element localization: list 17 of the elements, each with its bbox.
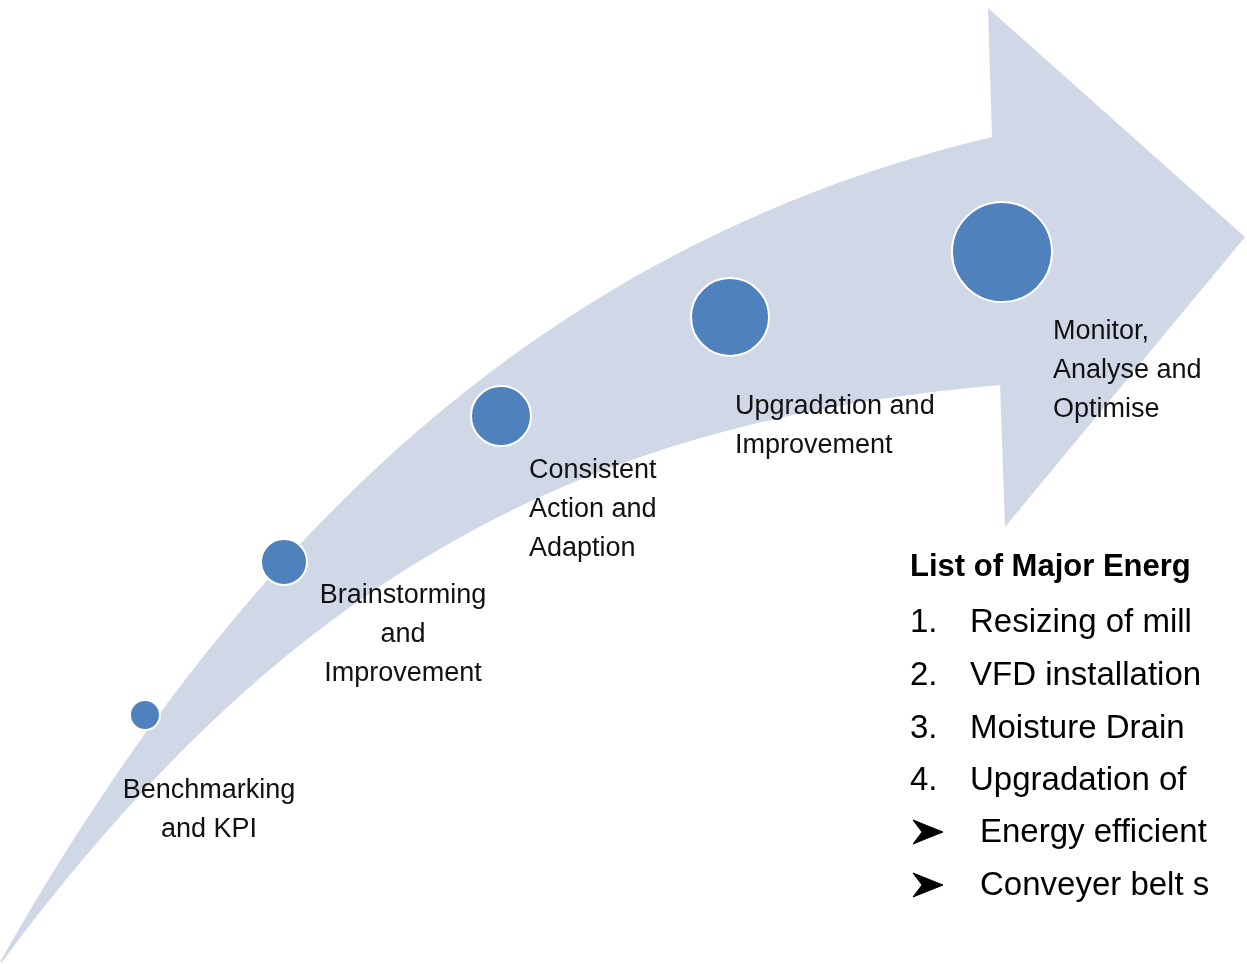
milestone-label: Monitor, Analyse and Optimise (1053, 314, 1203, 425)
list-item: VFD installation (970, 655, 1202, 693)
milestone-label: Brainstorming and Improvement (318, 578, 488, 689)
list-item: Moisture Drain (970, 708, 1185, 746)
list-item: Upgradation of (970, 760, 1187, 798)
milestone-label: Upgradation and Improvement (735, 389, 936, 461)
list-item: Energy efficient (980, 812, 1207, 850)
list-item: Conveyer belt s (980, 865, 1210, 903)
list-number: 2. (910, 655, 938, 693)
milestone-label: Benchmarking and KPI (121, 773, 297, 845)
list-number: 1. (910, 602, 938, 640)
list-number: 3. (910, 708, 938, 746)
milestone-circle (260, 538, 308, 586)
list-item: Resizing of mill (970, 602, 1192, 640)
list-number: 4. (910, 760, 938, 798)
milestone-label: Consistent Action and Adaption (529, 453, 658, 564)
list-heading: List of Major Energ (910, 548, 1191, 584)
